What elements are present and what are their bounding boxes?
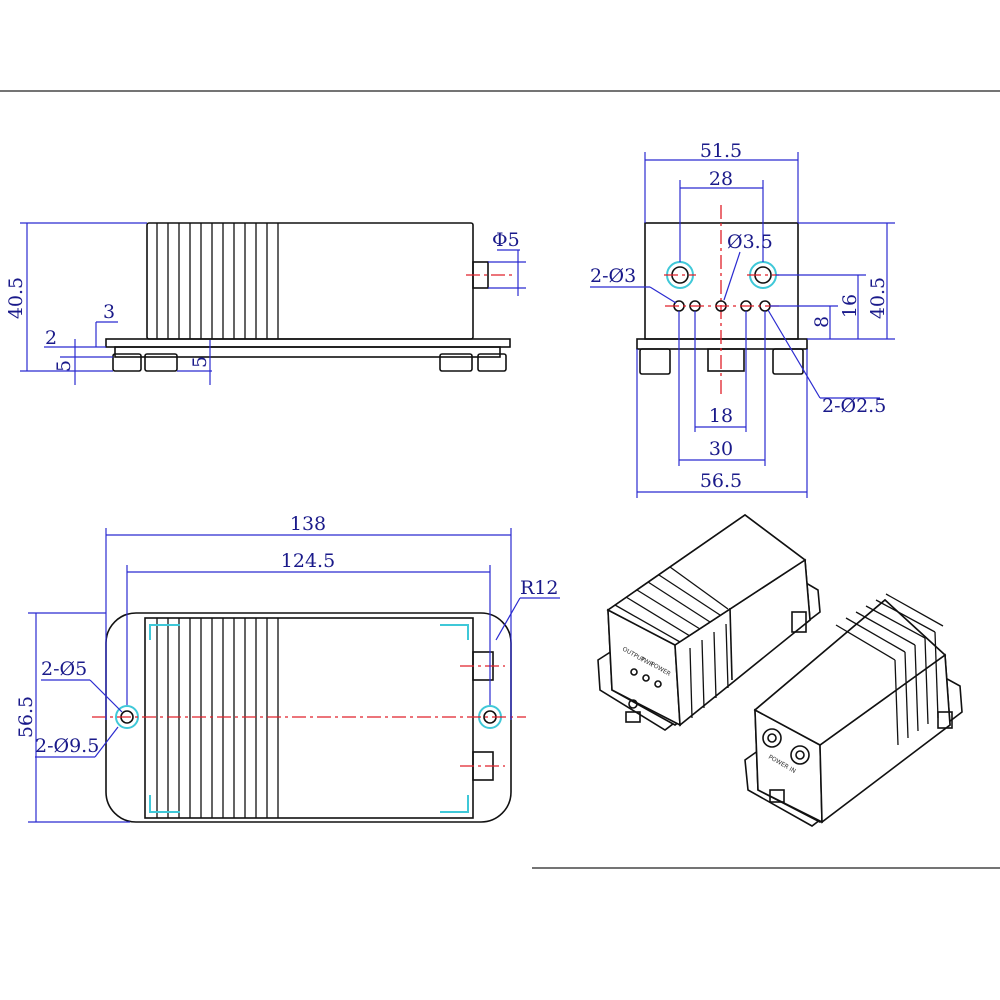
isometric-views: OUTPUT PWR POWER xyxy=(597,514,963,827)
side-view: 40.5 3 2 5 5 Φ5 xyxy=(5,222,526,385)
end-width-top-dim: 51.5 xyxy=(700,140,742,162)
top-holes-5-dim: 2-Ø5 xyxy=(41,658,87,680)
iso-unit-2: POWER IN xyxy=(744,593,963,827)
end-spacing-28-dim: 28 xyxy=(709,168,733,190)
side-dim-5-right: 5 xyxy=(189,356,211,368)
top-heatsink-fins xyxy=(156,618,279,818)
end-height-16-dim: 16 xyxy=(839,294,861,318)
side-dim-5-left: 5 xyxy=(53,360,75,372)
end-width-base-dim: 56.5 xyxy=(700,470,742,492)
iso-unit-1: OUTPUT PWR POWER xyxy=(597,514,821,731)
top-length-dim: 138 xyxy=(290,513,326,535)
side-dim-3: 3 xyxy=(103,301,115,323)
end-height-8-dim: 8 xyxy=(811,316,833,328)
top-radius-dim: R12 xyxy=(520,577,558,599)
top-width-dim: 56.5 xyxy=(15,696,37,738)
side-height-dim: 40.5 xyxy=(5,277,27,319)
side-dim-2: 2 xyxy=(45,327,57,349)
side-heatsink-fins xyxy=(156,223,279,339)
top-holes-9-5-dim: 2-Ø9.5 xyxy=(35,735,99,757)
drawing-frame xyxy=(0,90,1000,869)
side-connector-dim: Φ5 xyxy=(492,229,520,251)
top-view: 138 124.5 R12 56.5 2-Ø5 2-Ø9.5 xyxy=(15,513,560,823)
end-holes-3-dim: 2-Ø3 xyxy=(590,265,636,287)
end-hole-3-5-dim: Ø3.5 xyxy=(727,231,773,253)
end-holes-2-5-dim: 2-Ø2.5 xyxy=(822,395,886,417)
end-height-dim: 40.5 xyxy=(867,277,889,319)
top-hole-spacing-dim: 124.5 xyxy=(281,550,335,572)
end-view: 51.5 28 Ø3.5 2-Ø3 40.5 16 8 2-Ø2.5 18 30 xyxy=(590,140,895,498)
end-spacing-18-dim: 18 xyxy=(709,405,733,427)
end-spacing-30-dim: 30 xyxy=(709,438,733,460)
